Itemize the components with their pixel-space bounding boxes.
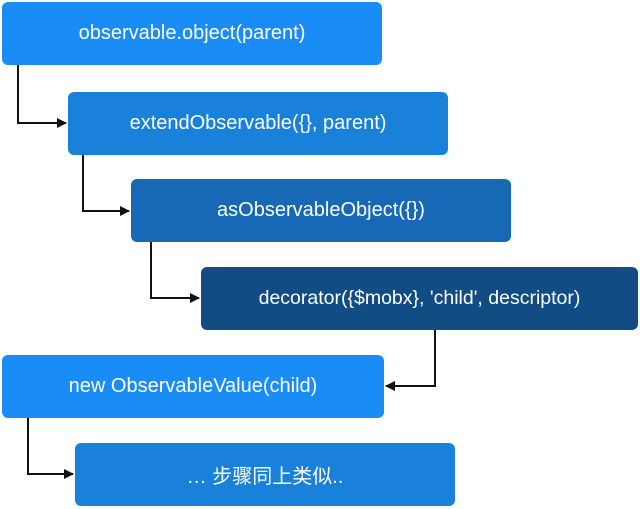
node-decorator: decorator({$mobx}, 'child', descriptor) <box>201 267 638 330</box>
connector-2-to-3 <box>82 155 130 216</box>
node-decorator-label: decorator({$mobx}, 'child', descriptor) <box>258 287 581 309</box>
node-similar-steps-label: … 步骤同上类似.. <box>186 466 344 488</box>
node-as-observable-object: asObservableObject({}) <box>131 179 511 242</box>
connector-1-to-2 <box>17 65 67 128</box>
node-new-observable-value: new ObservableValue(child) <box>2 355 384 418</box>
node-observable-object: observable.object(parent) <box>2 2 382 65</box>
connector-3-to-4 <box>150 242 200 303</box>
connector-4-to-5 <box>385 330 436 391</box>
node-new-observable-value-label: new ObservableValue(child) <box>68 375 318 397</box>
node-extend-observable-label: extendObservable({}, parent) <box>129 112 387 134</box>
node-observable-object-label: observable.object(parent) <box>78 22 306 44</box>
node-as-observable-object-label: asObservableObject({}) <box>217 199 425 221</box>
node-extend-observable: extendObservable({}, parent) <box>68 92 448 155</box>
connector-5-to-6 <box>27 418 74 479</box>
node-similar-steps: … 步骤同上类似.. <box>75 443 455 506</box>
